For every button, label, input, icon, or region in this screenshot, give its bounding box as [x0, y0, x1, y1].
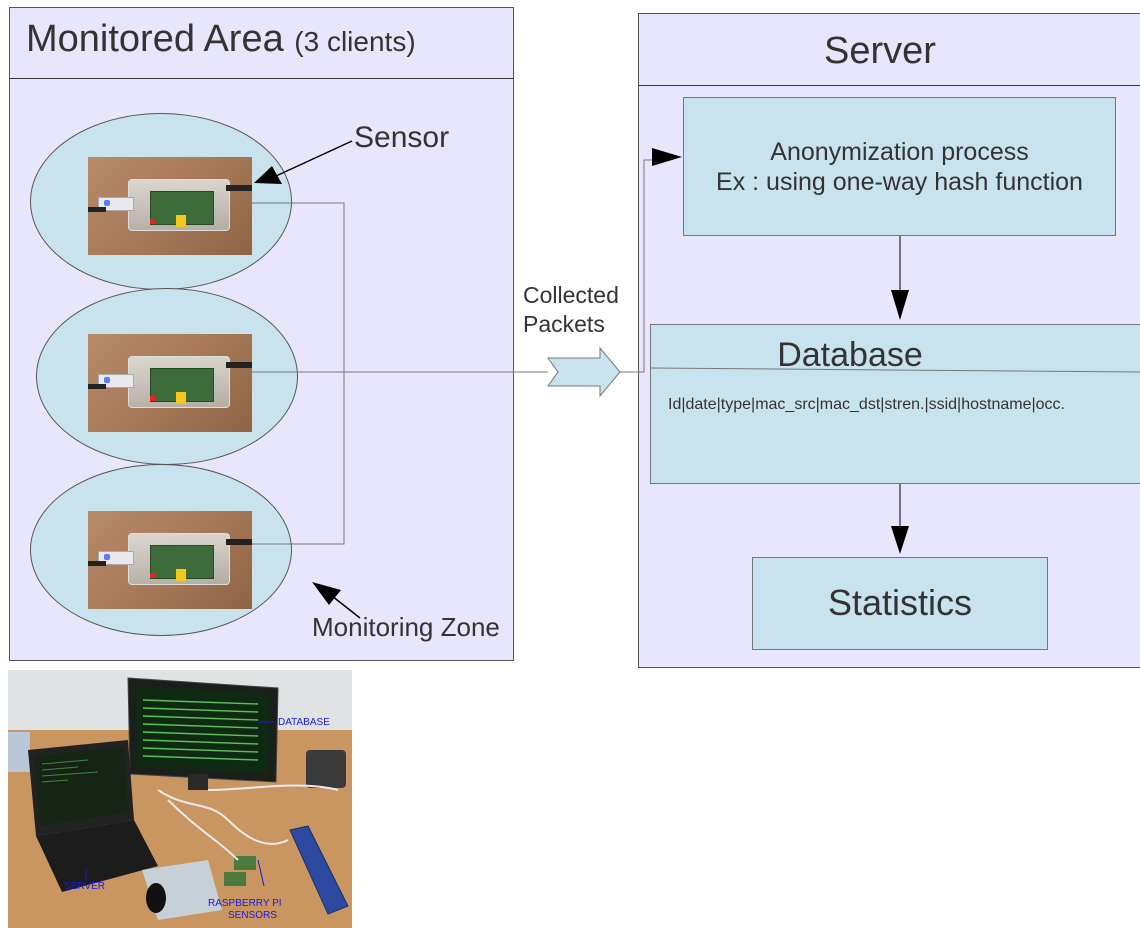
anonymization-arrowhead	[652, 148, 682, 166]
monitored-area-title-text: Monitored Area	[26, 18, 284, 60]
server-title: Server	[824, 30, 936, 72]
anonymization-example: Ex : using one-way hash function	[716, 168, 1083, 196]
raspberry-pi-photo-3	[88, 511, 252, 609]
statistics-label: Statistics	[827, 582, 973, 623]
database-box	[650, 324, 1140, 484]
anonymization-to-database-arrowhead	[891, 290, 909, 320]
sensor-1-connector	[252, 202, 345, 372]
monitoring-zone-pointer-line	[331, 595, 361, 619]
sensor-pointer-arrowhead	[254, 166, 282, 184]
raspberry-pi-photo-2	[88, 334, 252, 432]
sensor-pointer-line	[275, 140, 353, 177]
monitored-area-title: Monitored Area (3 clients)	[26, 18, 416, 61]
photo-sensors-label-line2: SENSORS	[228, 910, 277, 921]
packets-to-anonymization-line	[620, 159, 660, 373]
photo-sensors-label-line1: RASPBERRY PI	[208, 898, 282, 909]
monitoring-zone-pointer-arrowhead	[312, 582, 341, 605]
photo-database-label: DATABASE	[278, 717, 330, 728]
server-title-divider	[639, 85, 1140, 86]
anonymization-title: Anonymization process	[770, 138, 1029, 166]
raspberry-pi-photo-1	[88, 157, 252, 255]
anonymization-box	[683, 97, 1116, 236]
monitored-area-client-count: (3 clients)	[294, 26, 416, 57]
setup-photo: DATABASE SERVER RASPBERRY PI SENSORS	[8, 670, 352, 928]
database-fields: Id|date|type|mac_src|mac_dst|stren.|ssid…	[668, 396, 1065, 413]
photo-server-label: SERVER	[64, 881, 105, 892]
database-to-statistics-arrowhead	[891, 526, 909, 554]
sensor-label: Sensor	[354, 121, 450, 154]
collected-packets-label-line2: Packets	[523, 311, 605, 337]
monitored-area-title-divider	[10, 78, 513, 79]
database-header-line	[649, 367, 1140, 373]
sensor-3-connector	[252, 372, 345, 545]
collected-packets-arrow	[547, 346, 621, 398]
statistics-box	[752, 557, 1048, 650]
collected-packets-label-line1: Collected	[523, 282, 619, 308]
database-title: Database	[777, 336, 923, 374]
setup-photo-drawing	[8, 670, 352, 928]
monitoring-zone-label: Monitoring Zone	[312, 612, 500, 642]
